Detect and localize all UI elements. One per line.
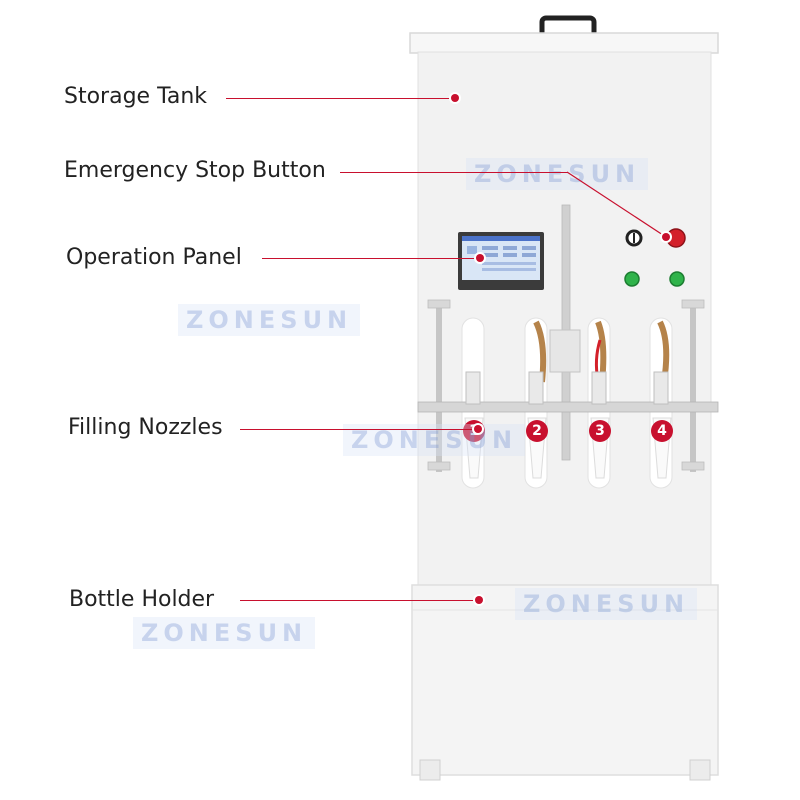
- watermark-5: ZONESUN: [133, 617, 316, 649]
- label-filling-nozzles: Filling Nozzles: [68, 415, 223, 440]
- leg-left: [419, 759, 441, 781]
- label-operation-panel: Operation Panel: [66, 245, 242, 270]
- nozzle-rail: [417, 401, 719, 413]
- marker-filling-nozzles: [474, 425, 482, 433]
- label-bottle-holder: Bottle Holder: [69, 587, 215, 612]
- watermark-2: ZONESUN: [178, 304, 361, 336]
- leader-bottle-holder: [240, 600, 478, 601]
- marker-storage-tank: [451, 94, 459, 102]
- start-button-right-icon: [669, 271, 685, 287]
- label-emergency-stop: Emergency Stop Button: [64, 158, 326, 183]
- leader-filling-nozzles: [240, 429, 478, 430]
- marker-bottle-holder: [475, 596, 483, 604]
- marker-emergency-stop: [662, 233, 670, 241]
- leg-right: [689, 759, 711, 781]
- marker-operation-panel: [476, 254, 484, 262]
- watermark-1: ZONESUN: [466, 158, 649, 190]
- nozzle-badge-2: 2: [526, 420, 548, 442]
- nozzle-badge-3: 3: [589, 420, 611, 442]
- start-button-left-icon: [624, 271, 640, 287]
- leader-emergency-stop-horizontal: [340, 172, 568, 173]
- bottle-holder-box: [411, 584, 719, 776]
- leader-operation-panel: [262, 258, 480, 259]
- label-storage-tank: Storage Tank: [64, 84, 208, 109]
- leader-storage-tank: [226, 98, 454, 99]
- nozzle-lift-block: [549, 329, 581, 373]
- watermark-4: ZONESUN: [515, 588, 698, 620]
- nozzle-badge-4: 4: [651, 420, 673, 442]
